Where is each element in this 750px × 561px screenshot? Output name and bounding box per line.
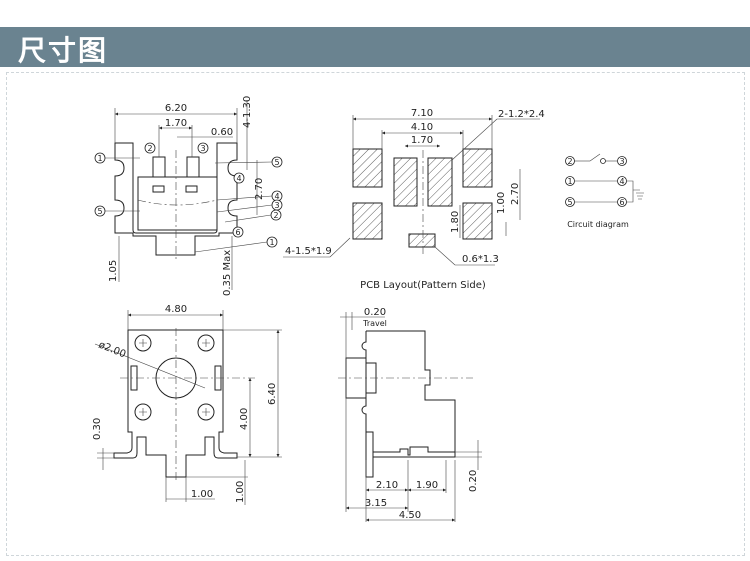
- pcb-center-pads: 2-1.2*2.4: [498, 109, 545, 120]
- pin-label: 2: [273, 211, 278, 220]
- pin-label: 1: [269, 238, 274, 247]
- bottom-dim-width: 4.80: [165, 304, 187, 315]
- side-dim-450: 4.50: [399, 510, 421, 521]
- drawing-frame: [6, 72, 745, 556]
- pin-label: 1: [97, 154, 102, 163]
- dim-lug: 4-1.30: [242, 96, 253, 128]
- circuit-pin: 4: [619, 177, 624, 186]
- dim-max: 0.35 Max: [222, 250, 233, 296]
- pin-label: 5: [274, 158, 279, 167]
- bottom-dim-height: 6.40: [267, 383, 278, 405]
- circuit-pin: 2: [567, 157, 572, 166]
- header-bar: 尺寸图: [0, 27, 750, 67]
- bottom-dim-center: 4.00: [239, 408, 250, 430]
- circuit-pin: 3: [619, 157, 624, 166]
- pcb-small-pad: 0.6*1.3: [462, 254, 499, 265]
- side-dim-190: 1.90: [416, 480, 438, 491]
- side-dim-thickness: 0.20: [468, 470, 479, 492]
- pcb-layout: 7.10 4.10 1.70 2-1.2*2.4 1.00 2.70 1.80 …: [283, 108, 545, 291]
- pin-label: 4: [274, 192, 279, 201]
- pcb-dim-270: 2.70: [510, 183, 521, 205]
- bottom-dim-diameter: ø2.00: [97, 340, 127, 361]
- pin-label: 6: [235, 228, 240, 237]
- pin-label: 3: [200, 144, 205, 153]
- pcb-dim-inner: 4.10: [411, 122, 433, 133]
- dim-stem: 1.05: [108, 260, 119, 282]
- pin-label: 4: [236, 174, 241, 183]
- bottom-dim-tab-width: 1.00: [191, 489, 213, 500]
- pcb-dim-center: 1.70: [411, 135, 433, 146]
- side-view: 0.20 Travel 2.10 1.90 3.15 4.50 0.20: [338, 307, 482, 522]
- pcb-dim-100: 1.00: [496, 192, 507, 214]
- front-view: 6.20 1.70 0.60 4-1.30 2.70 1.05 0.35 Max…: [94, 96, 283, 296]
- circuit-pin: 5: [567, 198, 572, 207]
- pin-label: 5: [97, 207, 102, 216]
- pcb-corner-pads: 4-1.5*1.9: [285, 246, 332, 257]
- pin-labels: 1 2 3 5 4 4 3 2 6 1 5: [94, 142, 283, 253]
- pcb-caption: PCB Layout(Pattern Side): [360, 280, 486, 291]
- page-title: 尺寸图: [18, 34, 109, 67]
- bottom-dim-lead: 0.30: [92, 418, 103, 440]
- circuit-caption: Circuit diagram: [567, 220, 629, 229]
- pcb-dim-outer: 7.10: [411, 108, 433, 119]
- side-dim-315: 3.15: [365, 498, 387, 509]
- circuit-pin: 1: [567, 177, 572, 186]
- pin-label: 3: [274, 201, 279, 210]
- dim-width: 6.20: [165, 103, 187, 114]
- side-dim-210: 2.10: [376, 480, 398, 491]
- circuit-pin: 6: [619, 198, 624, 207]
- side-travel-label: Travel: [362, 319, 387, 328]
- side-dim-travel: 0.20: [364, 307, 386, 318]
- dim-offset: 0.60: [211, 127, 233, 138]
- pin-label: 2: [147, 144, 152, 153]
- dim-pin-pitch: 1.70: [165, 118, 187, 129]
- pcb-dim-180: 1.80: [450, 211, 461, 233]
- bottom-dim-tab-height: 1.00: [235, 481, 246, 503]
- circuit-diagram: 2 3 1 4 5 6 Circuit diagram: [565, 153, 644, 229]
- bottom-view: 4.80 ø2.00 6.40 4.00 0.30 1.00 1.00: [92, 304, 282, 505]
- dim-height: 2.70: [254, 178, 265, 200]
